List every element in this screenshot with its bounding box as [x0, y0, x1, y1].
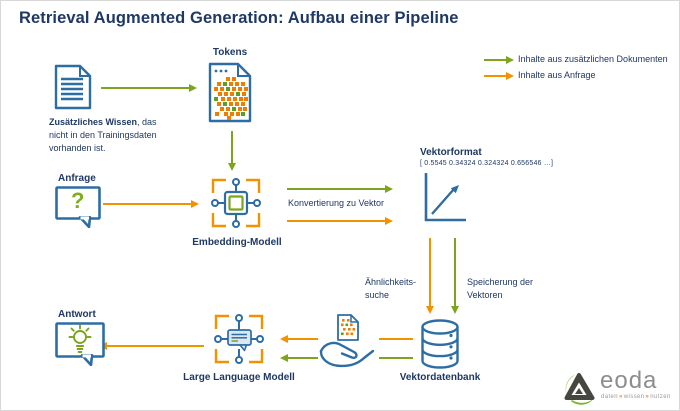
store-vectors-label: Speicherung der Vektoren: [467, 277, 534, 300]
legend-orange-arrowhead: [506, 72, 514, 80]
arrow-anfrage-to-embedding-head: [191, 200, 199, 208]
arrow-tokens-to-embedding: [231, 131, 233, 165]
arrow-hand-to-llm-green: [288, 357, 318, 359]
arrow-llm-to-antwort: [107, 345, 204, 347]
eoda-tagline: daten»wissen»nutzen: [601, 394, 671, 400]
arrow-hand-to-llm-orange: [288, 338, 318, 340]
wissen-caption-bold: Zusätzliches Wissen: [49, 117, 137, 127]
legend-green-arrow: [484, 59, 506, 61]
arrow-similarity-search: [429, 238, 431, 306]
vektorformat-values: [ 0.5545 0.34324 0.324324 0.656546 …]: [420, 160, 554, 167]
hand-with-document-icon: [317, 313, 377, 371]
arrow-konvertierung-green: [287, 188, 385, 190]
wissen-caption-rest: , das nicht in den Trainingsdaten vorhan…: [49, 117, 157, 153]
vector-database-icon: [419, 318, 461, 370]
embedding-model-icon: [205, 172, 267, 234]
anfrage-bubble: ?: [55, 186, 101, 228]
page-title: Retrieval Augmented Generation: Aufbau e…: [19, 9, 459, 27]
anfrage-label: Anfrage: [58, 173, 96, 184]
arrow-store-vectors-head: [451, 306, 459, 314]
arrow-doc-to-tokens: [101, 87, 189, 89]
line-db-to-hand-orange: [379, 338, 413, 340]
antwort-label: Antwort: [58, 309, 96, 320]
arrow-konvertierung-green-head: [385, 185, 393, 193]
llm-icon: [208, 308, 270, 370]
vector-database-label: Vektordatenbank: [399, 372, 481, 383]
speech-bubble-icon: [55, 322, 105, 366]
legend-label-query: Inhalte aus Anfrage: [518, 70, 596, 80]
eoda-wordmark: eoda: [600, 367, 658, 394]
antwort-bubble: [55, 322, 105, 366]
arrow-anfrage-to-embedding: [103, 203, 191, 205]
vektorformat-label: Vektorformat: [420, 147, 482, 158]
arrow-tokens-to-embedding-head: [228, 163, 236, 171]
mini-token-squares: [341, 319, 356, 336]
arrow-konvertierung-orange: [287, 220, 385, 222]
eoda-logo-mark: [564, 373, 595, 405]
token-squares: [214, 77, 248, 120]
legend-orange-arrow: [484, 75, 506, 77]
legend-green-arrowhead: [506, 56, 514, 64]
arrow-doc-to-tokens-head: [189, 84, 197, 92]
speech-bubble-icon: [55, 186, 101, 228]
arrow-store-vectors: [454, 238, 456, 306]
legend-label-documents: Inhalte aus zusätzlichen Dokumenten: [518, 54, 668, 64]
document-icon: [54, 64, 92, 110]
tokens-label: Tokens: [212, 47, 248, 58]
line-db-to-hand-green: [379, 357, 413, 359]
llm-label: Large Language Modell: [183, 372, 295, 383]
question-mark-icon: ?: [71, 188, 85, 213]
bracket-frame-icon: [214, 314, 264, 364]
arrow-hand-to-llm-orange-head: [280, 335, 288, 343]
arrow-hand-to-llm-green-head: [280, 354, 288, 362]
embedding-model-label: Embedding-Modell: [192, 237, 282, 248]
arrow-similarity-search-head: [426, 306, 434, 314]
lightbulb-icon: [68, 324, 92, 353]
vector-axis-icon: [420, 170, 470, 228]
similarity-search-label: Ähnlichkeits- suche: [365, 277, 417, 300]
tokens-icon: [207, 62, 253, 124]
wissen-caption: Zusätzliches Wissen, das nicht in den Tr…: [49, 116, 177, 155]
konvertierung-label: Konvertierung zu Vektor: [288, 198, 385, 208]
bracket-frame-icon: [211, 178, 261, 228]
arrow-konvertierung-orange-head: [385, 217, 393, 225]
